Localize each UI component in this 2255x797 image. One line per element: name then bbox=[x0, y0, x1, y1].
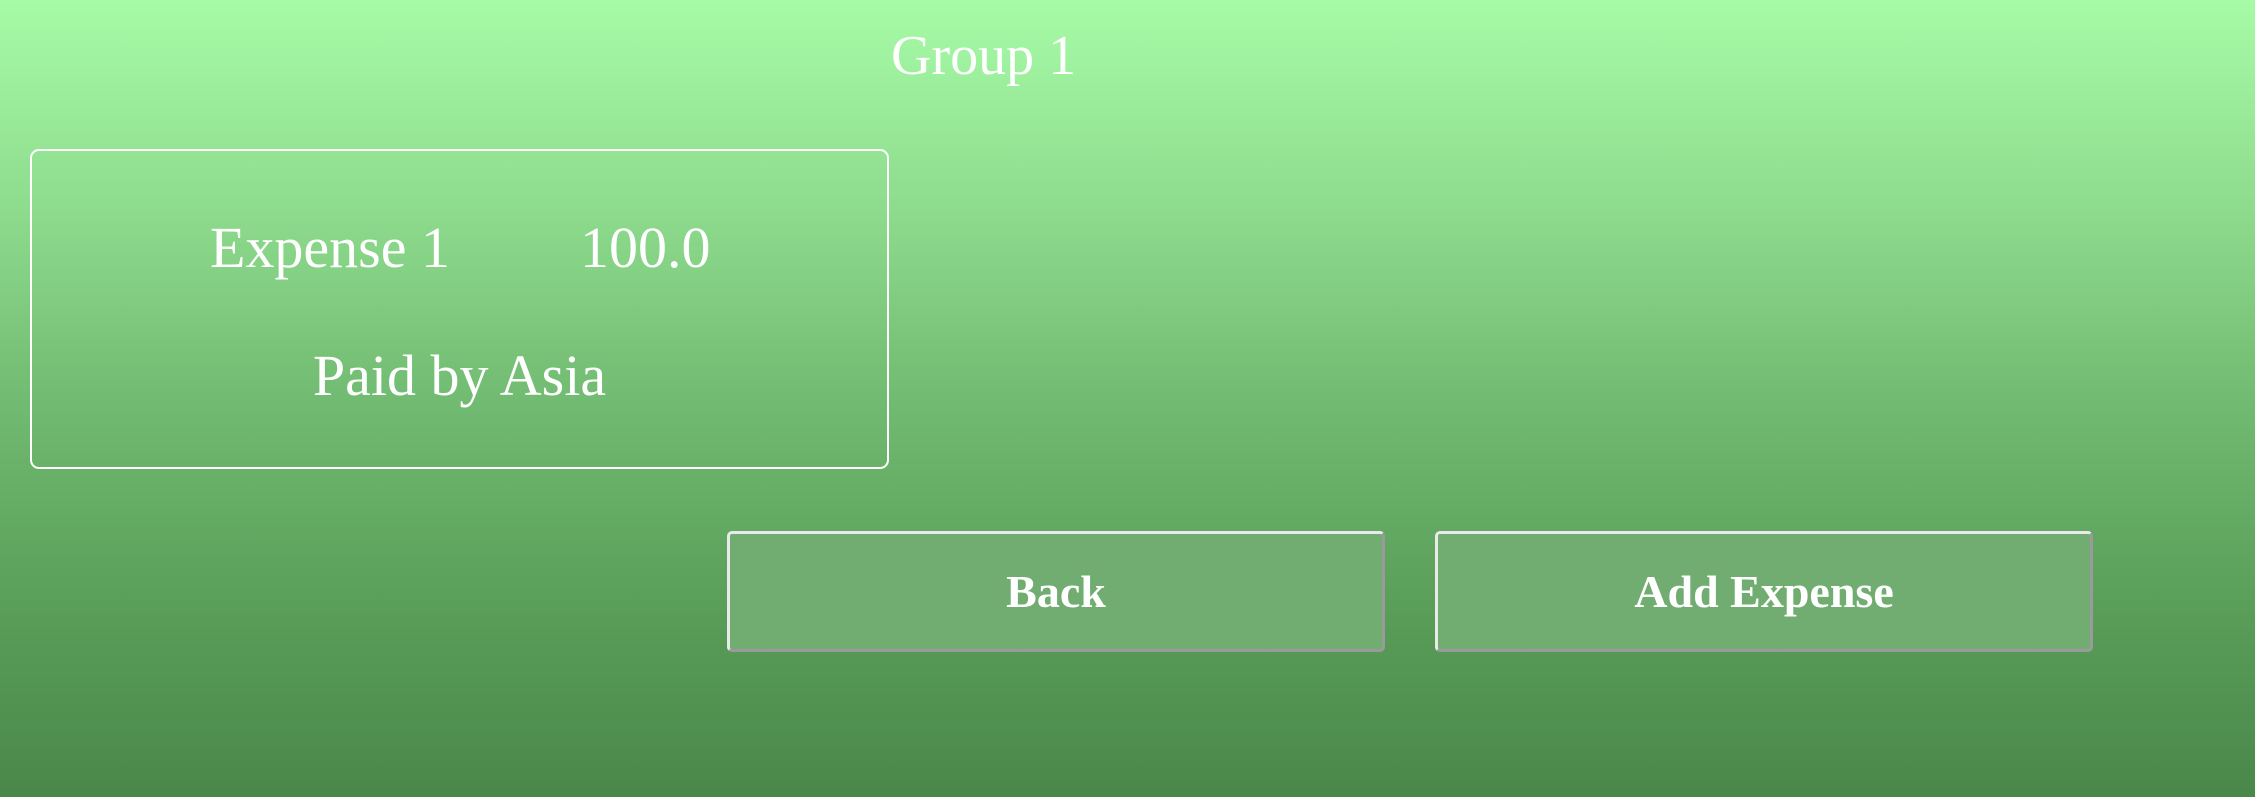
expense-card[interactable]: Expense 1 100.0 Paid by Asia bbox=[30, 149, 889, 469]
expense-paid-by: Paid by Asia bbox=[312, 343, 607, 408]
expense-name: Expense 1 bbox=[210, 215, 450, 280]
back-button[interactable]: Back bbox=[727, 531, 1385, 652]
page-title: Group 1 bbox=[891, 25, 1077, 87]
add-expense-button[interactable]: Add Expense bbox=[1435, 531, 2093, 652]
expense-amount: 100.0 bbox=[580, 215, 711, 280]
